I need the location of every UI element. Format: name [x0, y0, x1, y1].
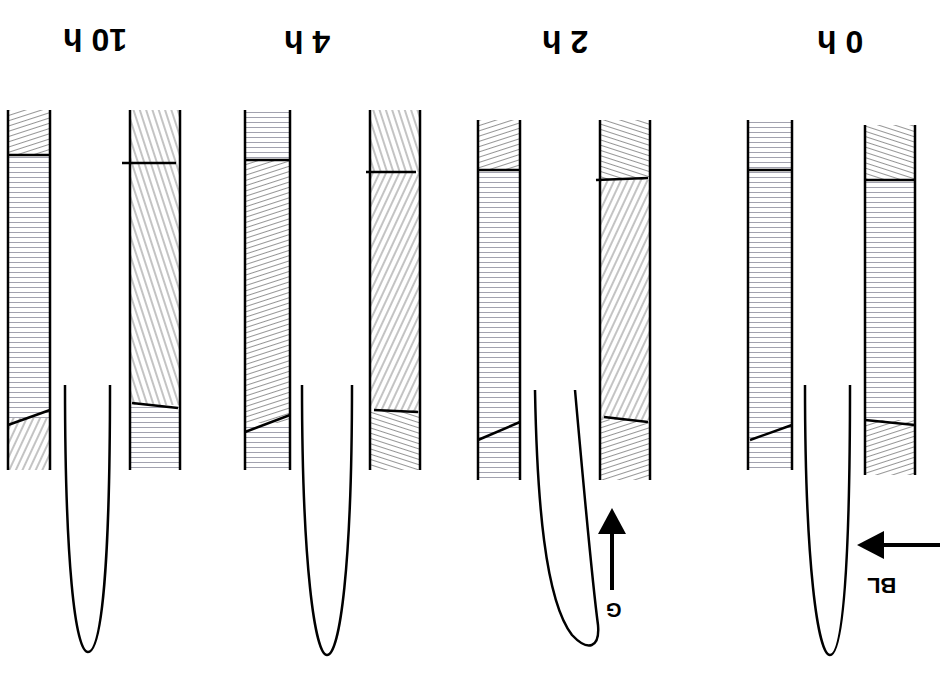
time-label: 2 h — [542, 26, 588, 58]
arrow-label: BL — [867, 574, 896, 596]
time-label: 10 h — [63, 24, 127, 56]
panel-0h — [748, 120, 940, 655]
panel-10h — [8, 110, 180, 652]
panel-2h — [478, 120, 650, 645]
time-label: 4 h — [284, 26, 330, 58]
panel-4h — [245, 110, 420, 655]
arrow-label: G — [606, 600, 622, 620]
time-label: 0 h — [817, 26, 863, 58]
